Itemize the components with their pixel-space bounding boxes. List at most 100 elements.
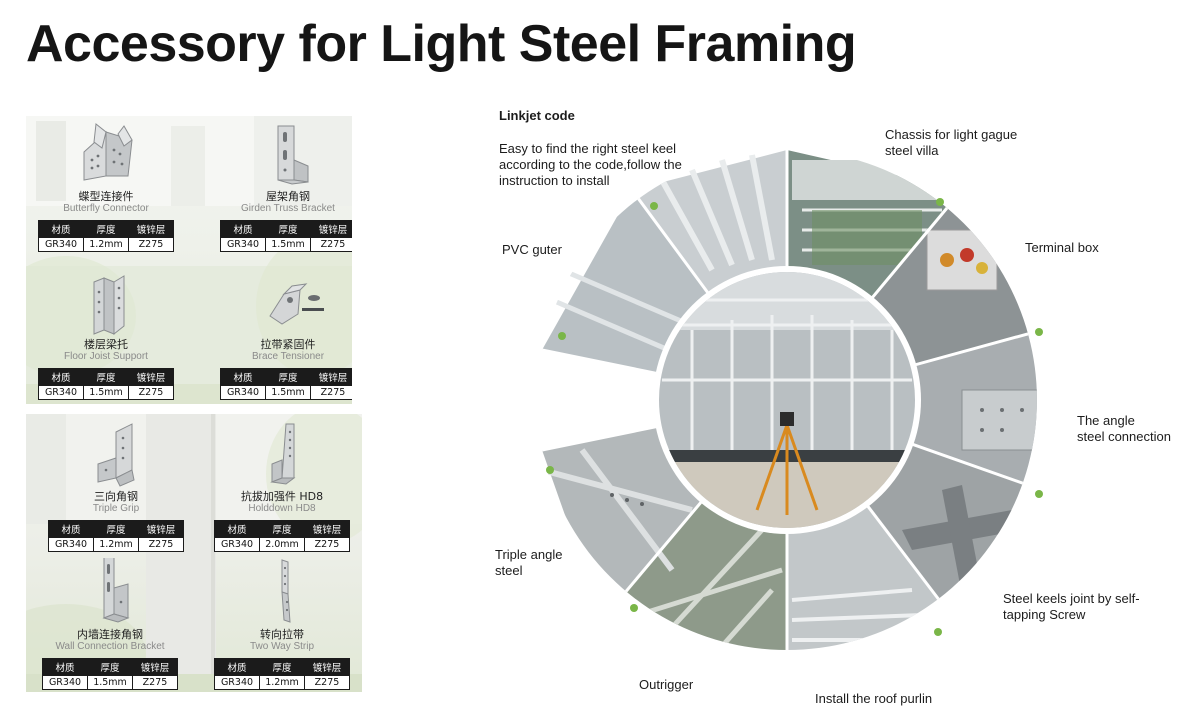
- product-name-en: Two Way Strip: [249, 641, 315, 652]
- label-line: steel villa: [885, 143, 939, 158]
- spec-thickness: 1.5mm: [265, 385, 311, 400]
- spec-header-thickness: 厚度: [87, 658, 133, 676]
- spec-coating: Z275: [138, 537, 184, 552]
- page-title: Accessory for Light Steel Framing: [26, 15, 857, 73]
- spec-coating: Z275: [304, 675, 350, 690]
- linkjet-intro-text: Easy to find the right steel keel accord…: [499, 141, 682, 189]
- label-roof-purlin: Install the roof purlin: [815, 691, 933, 706]
- label-terminal-box: Terminal box: [1025, 240, 1099, 255]
- spec-material: GR340: [48, 537, 94, 552]
- holddown-hd8-image: [270, 423, 296, 485]
- product-name-cn: 拉带紧固件: [260, 338, 316, 351]
- spec-header-thickness: 厚度: [83, 368, 129, 386]
- spec-header-material: 材质: [214, 520, 260, 538]
- label-line: Steel keels joint by self-: [1003, 591, 1140, 606]
- product-name-cn: 蝶型连接件: [78, 190, 134, 203]
- product-card-wall-connection-bracket: 内墙连接角钢 Wall Connection Bracket 材质厚度镀锌层 G…: [30, 554, 190, 692]
- label-angle-steel: The angle steel connection: [1077, 413, 1171, 445]
- intro-line: according to the code,follow the: [499, 157, 682, 172]
- spec-material: GR340: [38, 237, 84, 252]
- spec-header-coating: 镀锌层: [128, 220, 174, 238]
- product-name-en: Holddown HD8: [248, 503, 316, 514]
- spec-coating: Z275: [128, 237, 174, 252]
- spec-material: GR340: [42, 675, 88, 690]
- intro-line: instruction to install: [499, 173, 610, 188]
- product-name-cn: 抗拔加强件 HD8: [240, 490, 324, 503]
- label-line: tapping Screw: [1003, 607, 1086, 622]
- spec-thickness: 1.5mm: [83, 385, 129, 400]
- segment-marker-icons: [546, 198, 1043, 636]
- spec-header-material: 材质: [214, 658, 260, 676]
- spec-header-material: 材质: [220, 220, 266, 238]
- spec-header-material: 材质: [48, 520, 94, 538]
- product-name-cn: 屋架角钢: [266, 190, 310, 203]
- spec-coating: Z275: [304, 537, 350, 552]
- spec-material: GR340: [214, 537, 260, 552]
- wall-connection-bracket-image: [102, 558, 130, 623]
- installation-photo-wheel: [542, 150, 1043, 650]
- intro-line: Easy to find the right steel keel: [499, 141, 677, 156]
- spec-coating: Z275: [310, 237, 352, 252]
- label-line: steel connection: [1077, 429, 1171, 444]
- product-name-en: Girden Truss Bracket: [241, 203, 335, 214]
- spec-thickness: 1.2mm: [83, 237, 129, 252]
- spec-coating: Z275: [128, 385, 174, 400]
- butterfly-connector-image: [83, 123, 133, 181]
- product-name-en: Brace Tensioner: [251, 351, 325, 362]
- spec-thickness: 1.2mm: [93, 537, 139, 552]
- label-line: Triple angle: [495, 547, 563, 562]
- product-name-cn: 内墙连接角钢: [77, 628, 143, 641]
- spec-header-material: 材质: [38, 220, 84, 238]
- spec-thickness: 1.2mm: [259, 675, 305, 690]
- label-line: Chassis for light gague: [885, 127, 1018, 142]
- spec-header-coating: 镀锌层: [310, 368, 352, 386]
- linkjet-code-heading: Linkjet code: [499, 108, 575, 123]
- spec-thickness: 1.5mm: [87, 675, 133, 690]
- product-name-en: Floor Joist Support: [64, 351, 148, 362]
- spec-header-coating: 镀锌层: [138, 520, 184, 538]
- spec-coating: Z275: [132, 675, 178, 690]
- label-chassis: Chassis for light gague steel villa: [885, 127, 1017, 159]
- spec-header-coating: 镀锌层: [304, 520, 350, 538]
- spec-header-thickness: 厚度: [93, 520, 139, 538]
- spec-coating: Z275: [310, 385, 352, 400]
- spec-material: GR340: [214, 675, 260, 690]
- floor-joist-support-image: [93, 275, 125, 336]
- spec-material: GR340: [38, 385, 84, 400]
- product-name-cn: 楼层梁托: [84, 338, 128, 351]
- triple-grip-image: [97, 423, 135, 487]
- label-outrigger: Outrigger: [639, 677, 694, 692]
- spec-material: GR340: [220, 385, 266, 400]
- spec-header-coating: 镀锌层: [132, 658, 178, 676]
- product-name-cn: 三向角钢: [94, 490, 138, 503]
- two-way-strip-image: [281, 559, 291, 623]
- spec-header-thickness: 厚度: [265, 368, 311, 386]
- spec-header-thickness: 厚度: [265, 220, 311, 238]
- spec-header-thickness: 厚度: [259, 658, 305, 676]
- spec-header-material: 材质: [220, 368, 266, 386]
- product-name-en: Wall Connection Bracket: [55, 641, 165, 652]
- spec-header-coating: 镀锌层: [304, 658, 350, 676]
- girden-truss-bracket-image: [277, 125, 309, 185]
- label-self-tapping: Steel keels joint by self- tapping Screw: [1003, 591, 1140, 623]
- label-triple-angle: Triple angle steel: [495, 547, 562, 579]
- spec-thickness: 1.5mm: [265, 237, 311, 252]
- label-line: The angle: [1077, 413, 1135, 428]
- product-name-en: Butterfly Connector: [63, 203, 149, 214]
- product-name-cn: 转向拉带: [260, 628, 304, 641]
